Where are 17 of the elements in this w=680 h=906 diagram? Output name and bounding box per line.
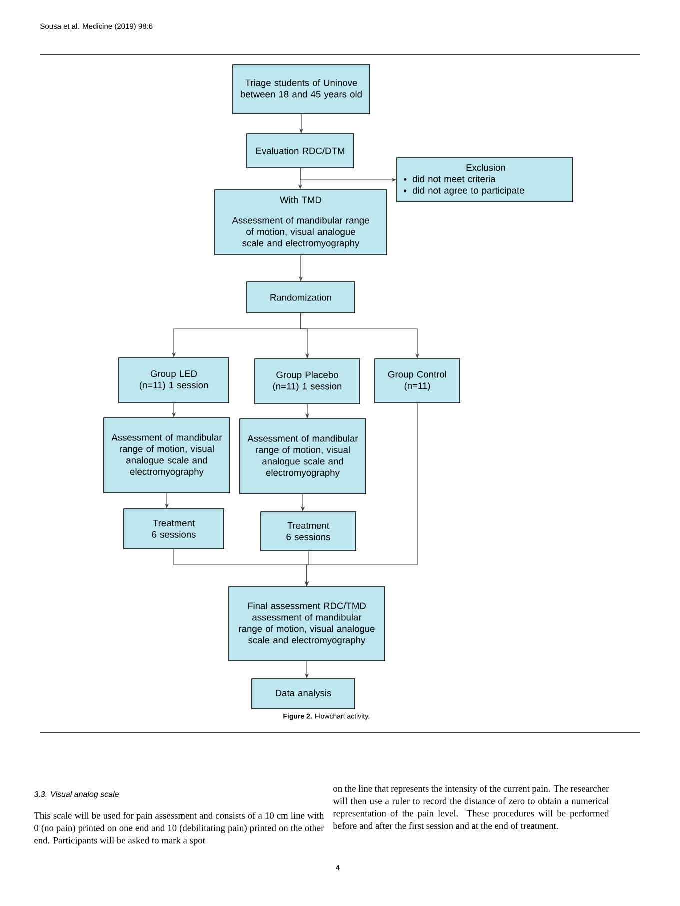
section-heading: 3.3. Visual analog scale bbox=[34, 791, 119, 799]
process-box: Treatment 6 sessions bbox=[260, 512, 356, 552]
process-box: With TMD Assessment of mandibular range of motion, visual analogue scale and electromyography bbox=[214, 190, 388, 256]
process-box: Data analysis bbox=[252, 678, 356, 710]
process-box: Triage students of Uninove between 18 and 45 years old bbox=[232, 64, 370, 114]
process-box: Assessment of mandibular range of motion, visual analogue scale and electromyography bbox=[104, 418, 230, 494]
process-box: Exclusion did not meet criteria did not agree to participate bbox=[396, 158, 574, 202]
process-box: Final assessment RDC/TMD assessment of mandibular range of motion, visual analogue scale and electromyography bbox=[228, 586, 386, 662]
body-text: This scale will be used for pain assessment and consists of a 10 cm line with 0 (no pain) printed on one end and 10 (debilitating pain) printed on the other end. Participants will be asked to mark a spot bbox=[34, 812, 324, 846]
process-box: Treatment 6 sessions bbox=[124, 508, 224, 550]
process-box: Randomization bbox=[246, 282, 356, 314]
process-box: Assessment of mandibular range of motion, visual analogue scale and electromyography bbox=[240, 418, 366, 494]
body-text: on the line that represents the intensity of the current pain. The researcher will then use a ruler to record the distance of zero to obtain a numerical representation of the pain level. These procedures will be performed before and after the first session and at the end of treatment. bbox=[333, 785, 610, 830]
process-box: Group LED (n=11) 1 session bbox=[118, 358, 230, 404]
process-box: Group Control (n=11) bbox=[374, 358, 460, 404]
process-box: Group Placebo (n=11) 1 session bbox=[254, 358, 360, 404]
process-box: Evaluation RDC/DTM bbox=[246, 134, 354, 168]
